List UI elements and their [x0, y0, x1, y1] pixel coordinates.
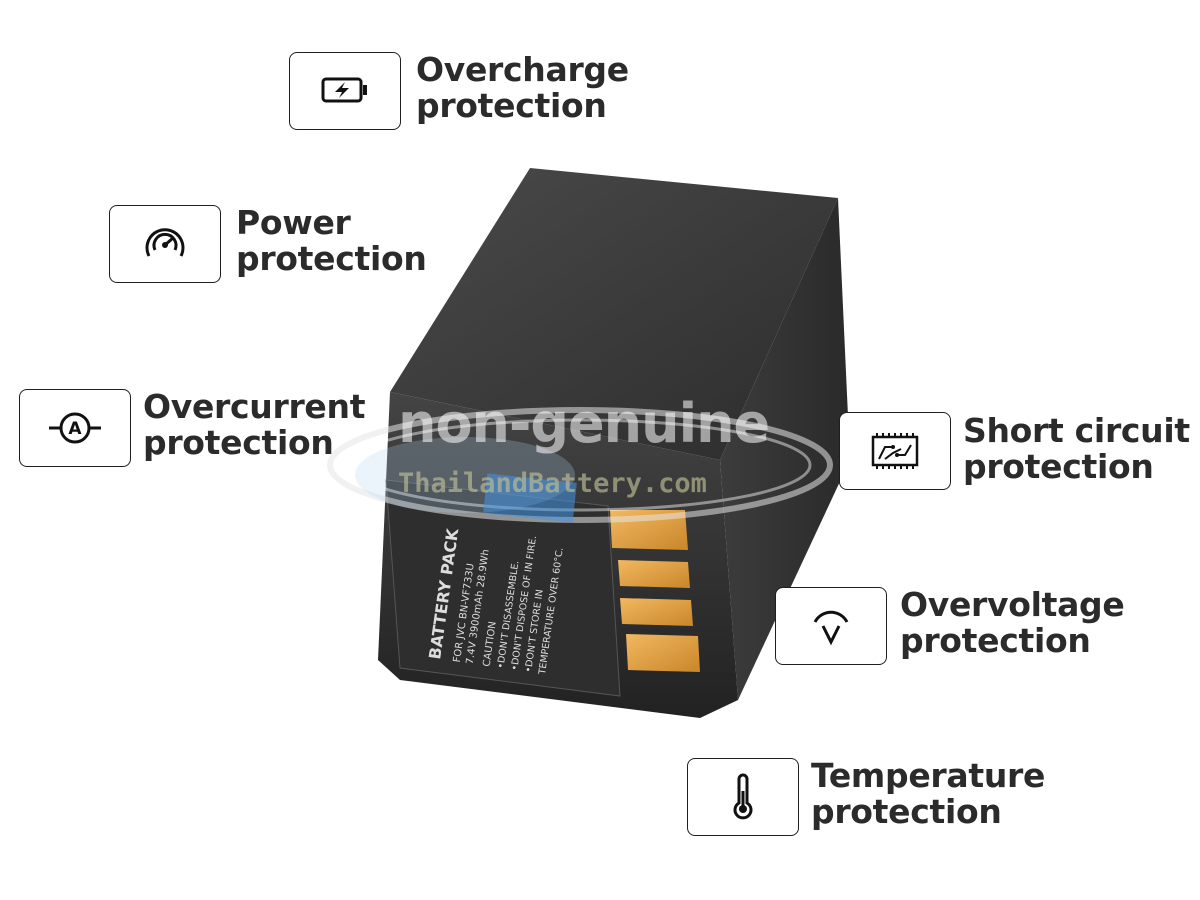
thermometer-icon [733, 773, 753, 820]
temperature-icon-box [687, 758, 799, 836]
overcurrent-icon-box: A [19, 389, 131, 467]
battery-pack-image: BATTERY PACK FOR JVC BN-VF733U 7.4V 3900… [327, 168, 850, 718]
ammeter-icon: A [49, 412, 101, 444]
battery-contacts [610, 510, 700, 672]
overcurrent-label: Overcurrent protection [143, 387, 366, 462]
svg-text:A: A [68, 419, 82, 439]
short-circuit-icon-box [839, 412, 951, 490]
watermark-text: non-genuine [398, 392, 770, 455]
battery-charge-icon [321, 77, 367, 103]
watermark-url: ThailandBattery.com [398, 468, 707, 499]
voltmeter-icon [813, 610, 849, 646]
temperature-label: Temperature protection [811, 756, 1046, 831]
gauge-icon [145, 228, 185, 257]
overcharge-icon-box [289, 52, 401, 130]
overvoltage-icon-box [775, 587, 887, 665]
power-icon-box [109, 205, 221, 283]
short-circuit-label: Short circuit protection [963, 411, 1190, 486]
overvoltage-label: Overvoltage protection [900, 585, 1125, 660]
power-label: Power protection [236, 203, 427, 278]
overcharge-label: Overcharge protection [416, 50, 629, 125]
circuit-board-icon [871, 433, 919, 469]
